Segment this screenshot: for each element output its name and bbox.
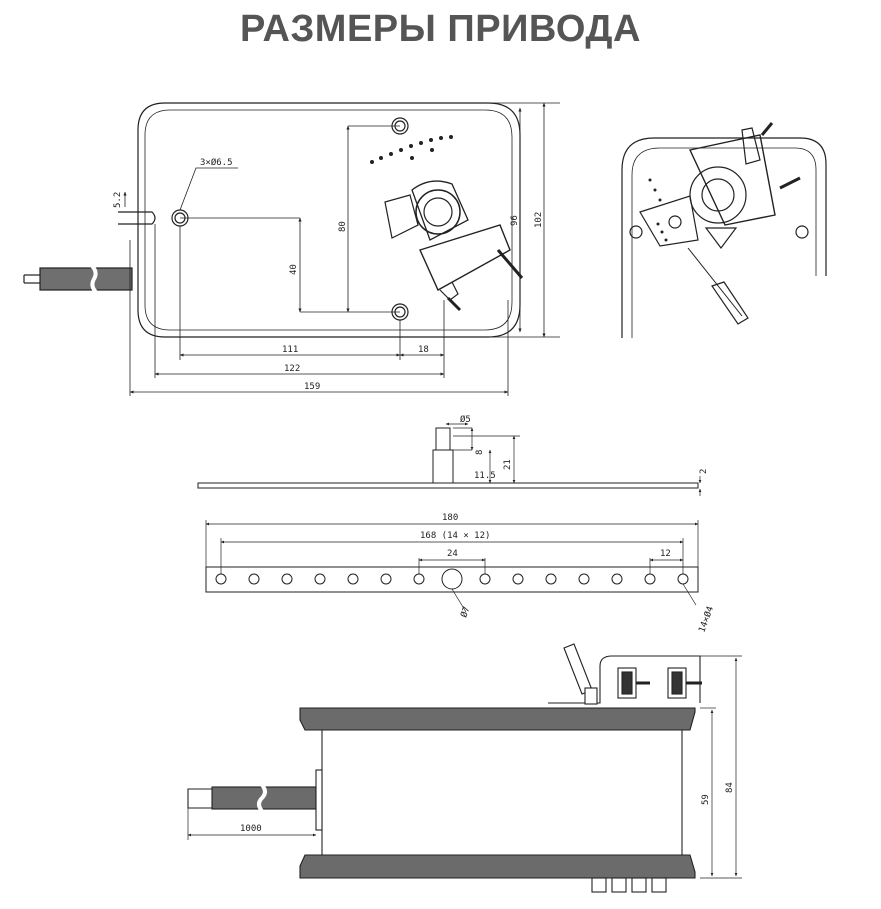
bracket-boss bbox=[432, 449, 454, 484]
dim-102: 102 bbox=[534, 212, 544, 228]
hole-spec-label: 3×Ø6.5 bbox=[200, 157, 233, 168]
dim-40: 40 bbox=[289, 264, 299, 275]
drive-clamp bbox=[411, 180, 469, 241]
top-plate bbox=[299, 707, 696, 731]
side-view-labels: 1000 59 84 bbox=[240, 782, 735, 834]
dim-159: 159 bbox=[304, 382, 320, 392]
dim-d5: Ø5 bbox=[460, 414, 471, 425]
dim-59: 59 bbox=[701, 794, 711, 805]
dim-11-5: 11.5 bbox=[474, 471, 496, 481]
dim-2: 2 bbox=[699, 469, 709, 474]
bracket-plan-labels: 180 168 (14 × 12) 24 12 Ø7 14×Ø4 bbox=[420, 513, 716, 634]
dim-8: 8 bbox=[475, 450, 485, 455]
dim-180: 180 bbox=[442, 513, 458, 523]
position-scale-dots bbox=[370, 135, 453, 164]
dim-168: 168 (14 × 12) bbox=[420, 531, 490, 541]
housing-outline bbox=[137, 102, 521, 338]
dim-14xd4: 14×Ø4 bbox=[696, 605, 716, 634]
dim-111: 111 bbox=[282, 345, 298, 355]
dim-24: 24 bbox=[447, 549, 458, 559]
dim-d7: Ø7 bbox=[458, 605, 472, 619]
cable bbox=[39, 267, 133, 291]
dim-122: 122 bbox=[284, 364, 300, 374]
dim-80: 80 bbox=[338, 221, 348, 232]
centre-hole bbox=[441, 568, 463, 590]
dim-5-2: 5.2 bbox=[113, 192, 123, 208]
dim-1000: 1000 bbox=[240, 824, 262, 834]
dim-96: 96 bbox=[510, 215, 520, 226]
dim-18: 18 bbox=[418, 345, 429, 355]
side-view bbox=[187, 643, 742, 893]
detail-view bbox=[621, 122, 827, 338]
bracket-side-labels: Ø5 8 11.5 21 2 bbox=[460, 414, 709, 481]
bracket-plan-view bbox=[205, 520, 699, 613]
top-view bbox=[23, 102, 560, 396]
top-view-labels: 3×Ø6.5 5.2 80 40 96 102 111 18 122 159 bbox=[113, 157, 544, 392]
bottom-plate bbox=[299, 854, 696, 879]
drive-shaft bbox=[415, 189, 461, 235]
bracket-holes bbox=[215, 573, 689, 585]
dim-12: 12 bbox=[660, 549, 671, 559]
terminal-nuts bbox=[617, 667, 702, 699]
dim-84: 84 bbox=[725, 782, 735, 793]
dim-21: 21 bbox=[503, 459, 513, 470]
page-title: РАЗМЕРЫ ПРИВОДА bbox=[240, 8, 641, 50]
bracket-side-view bbox=[197, 422, 702, 496]
